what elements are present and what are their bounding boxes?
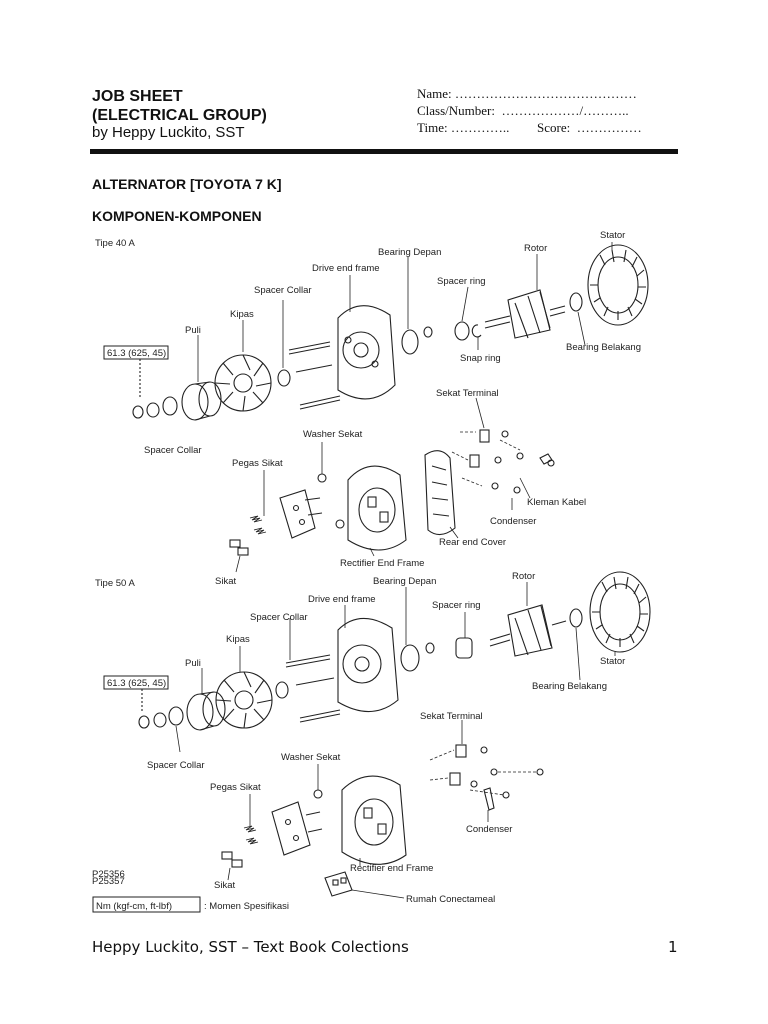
label-stator-2: Stator [600, 656, 625, 667]
label-bearing-depan-2: Bearing Depan [373, 576, 436, 587]
label-kipas: Kipas [230, 309, 254, 320]
legend-box [92, 896, 201, 913]
label-washer-sekat: Washer Sekat [303, 429, 363, 440]
label-puli-2: Puli [185, 658, 201, 669]
rotor-part-2 [489, 604, 567, 657]
fan-part-2 [215, 671, 273, 729]
name-field: Name: …………………………………… [417, 86, 637, 101]
label-spacer-collar-3: Spacer Collar [250, 612, 308, 623]
label-pegas-sikat: Pegas Sikat [232, 458, 283, 469]
label-condenser: Condenser [490, 516, 536, 527]
section-subheading: KOMPONEN-KOMPONEN [92, 208, 262, 224]
label-spacer-collar: Spacer Collar [254, 285, 312, 296]
label-spacer-collar-4: Spacer Collar [147, 760, 205, 771]
torque-spec-box-2 [103, 675, 169, 690]
author-line: by Heppy Luckito, SST [92, 124, 245, 141]
rear-bearing-part [569, 292, 583, 312]
fan-part [214, 354, 272, 412]
front-bearing-part [401, 329, 419, 355]
page-number: 1 [668, 938, 678, 956]
rectifier-end-frame-part [347, 465, 407, 551]
label-tipe-40a: Tipe 40 A [95, 238, 135, 249]
spacer-ring-part [454, 321, 470, 341]
spacer-collar-part [162, 396, 178, 416]
torque-spec-box [103, 345, 169, 360]
connector-housing-part [324, 871, 353, 897]
footer-text: Heppy Luckito, SST – Text Book Colection… [92, 938, 409, 956]
label-tipe-50a: Tipe 50 A [95, 578, 135, 589]
label-rear-end-cover: Rear end Cover [439, 537, 506, 548]
label-sikat: Sikat [215, 576, 236, 587]
torque-box-text-2: 61.3 (625, 45) [107, 678, 166, 689]
rotor-part [484, 289, 566, 339]
label-pegas-sikat-2: Pegas Sikat [210, 782, 261, 793]
class-number-field: Class/Number: ………………/……….. [417, 103, 629, 118]
label-spacer-ring: Spacer ring [437, 276, 486, 287]
diagram-tipe-50a [103, 571, 651, 899]
label-kipas-2: Kipas [226, 634, 250, 645]
title-line-2: (ELECTRICAL GROUP) [92, 107, 267, 124]
diagram-tipe-40a [103, 242, 649, 573]
title-line-1: JOB SHEET [92, 88, 183, 105]
figure-code-2: P25357 [92, 876, 125, 887]
label-bearing-belakang-2: Bearing Belakang [532, 681, 607, 692]
label-kleman-kabel: Kleman Kabel [527, 497, 586, 508]
label-sekat-terminal-2: Sekat Terminal [420, 711, 483, 722]
drive-end-frame-part-2 [337, 617, 399, 713]
drive-end-frame-part [337, 305, 396, 400]
label-condenser-2: Condenser [466, 824, 512, 835]
label-drive-end-frame-2: Drive end frame [308, 594, 376, 605]
label-snap-ring: Snap ring [460, 353, 501, 364]
label-stator: Stator [600, 230, 625, 241]
terminal-insulator-part [469, 429, 555, 494]
stator-part [587, 244, 649, 326]
label-rumah-conectameal: Rumah Conectameal [406, 894, 495, 905]
score-field: Score: …………… [537, 120, 642, 135]
label-rotor: Rotor [524, 243, 547, 254]
label-bearing-belakang: Bearing Belakang [566, 342, 641, 353]
label-washer-sekat-2: Washer Sekat [281, 752, 341, 763]
section-heading: ALTERNATOR [TOYOTA 7 K] [92, 176, 282, 192]
label-sikat-2: Sikat [214, 880, 235, 891]
label-spacer-ring-2: Spacer ring [432, 600, 481, 611]
brush-holder-part [279, 489, 323, 539]
stator-part-2 [589, 571, 651, 653]
nut-part [132, 405, 144, 419]
rear-end-cover-part [424, 450, 456, 536]
label-sekat-terminal: Sekat Terminal [436, 388, 499, 399]
label-rectifier-end-frame-2: Rectifier end Frame [350, 863, 433, 874]
torque-box-text: 61.3 (625, 45) [107, 348, 166, 359]
label-rotor-2: Rotor [512, 571, 535, 582]
label-rectifier-end-frame: Rectifier End Frame [340, 558, 424, 569]
rectifier-end-frame-part-2 [341, 775, 407, 865]
label-spacer-collar-2: Spacer Collar [144, 445, 202, 456]
terminal-insulator-part-2 [449, 744, 544, 811]
time-field: Time: ………….. [417, 120, 510, 135]
spacer-ring-part-2 [455, 637, 473, 659]
header-rule [90, 149, 678, 154]
label-bearing-depan: Bearing Depan [378, 247, 441, 258]
label-puli: Puli [185, 325, 201, 336]
pulley-part [181, 383, 209, 421]
legend-unit: Nm (kgf-cm, ft-lbf) [96, 901, 172, 912]
legend-meaning: : Momen Spesifikasi [204, 901, 289, 912]
document-title: JOB SHEET (ELECTRICAL GROUP) [92, 87, 267, 125]
figure-code-1: P25356 [92, 869, 125, 880]
label-drive-end-frame: Drive end frame [312, 263, 380, 274]
brush-holder-part-2 [271, 801, 323, 856]
